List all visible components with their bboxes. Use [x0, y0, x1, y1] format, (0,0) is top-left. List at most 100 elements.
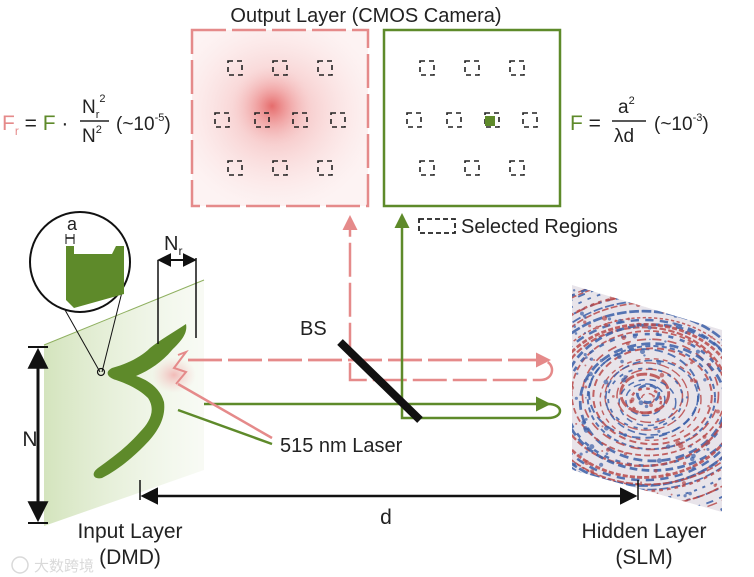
slm-speckle [691, 466, 695, 470]
hidden-layer-label: Hidden Layer [582, 520, 707, 543]
selected-region-box [317, 60, 333, 76]
selected-region-box [292, 112, 308, 128]
slm-speckle [655, 332, 660, 336]
slm-speckle [604, 425, 609, 431]
svg-text:d: d [380, 506, 392, 529]
slm-speckle [583, 425, 588, 431]
svg-text:Nr: Nr [164, 233, 182, 258]
selected-region-box [446, 112, 462, 128]
slm-speckle [572, 462, 577, 466]
slm-phase-fringe [578, 342, 722, 463]
slm-phase-fringe [586, 345, 717, 451]
formula-fr-sub: r [15, 124, 19, 138]
slm-speckle [576, 372, 579, 375]
slm-phase-fringe [588, 348, 700, 439]
beam-splitter: BS [300, 318, 423, 423]
slm-speckle [649, 403, 653, 408]
slm-phase-fringe [572, 309, 722, 487]
slm-speckle [585, 396, 587, 399]
slm-speckle [659, 372, 665, 378]
slm-speckle [689, 445, 692, 448]
slm-speckle [605, 452, 609, 456]
slm-speckle [583, 331, 586, 335]
pixel-magnifier: a [29, 211, 131, 377]
slm-speckle [713, 483, 717, 487]
svg-text:(~10-3): (~10-3) [654, 112, 709, 135]
slm-speckle [627, 498, 632, 503]
slm-speckle [614, 319, 617, 322]
slm-speckle [599, 462, 604, 467]
slm-speckle [685, 396, 689, 399]
output-panel-left [190, 28, 370, 208]
slm-speckle [584, 460, 590, 466]
slm-speckle [638, 285, 643, 288]
slm-speckle [684, 331, 688, 335]
slm-speckle [611, 394, 615, 398]
svg-text:N: N [22, 428, 37, 451]
selected-region-box [330, 112, 346, 128]
slm-phase-fringe [572, 330, 722, 457]
slm-speckle [694, 299, 698, 303]
slm-speckle [598, 456, 601, 458]
dimension-d: d [139, 480, 639, 529]
selected-region-box [419, 60, 435, 76]
slm-speckle [583, 320, 587, 324]
slm-speckle [644, 404, 649, 409]
slm-speckle [665, 472, 669, 476]
slm-speckle [674, 324, 677, 327]
slm-speckle [707, 309, 712, 314]
slm-speckle [601, 425, 604, 428]
slm-speckle [609, 295, 614, 301]
slm-speckle [705, 307, 709, 311]
hidden-layer-sublabel: (SLM) [615, 546, 672, 569]
slm-speckle [644, 305, 647, 308]
slm-speckle [672, 407, 675, 411]
hidden-layer-slm [572, 285, 722, 512]
slm-speckle [588, 371, 593, 377]
slm-speckle [697, 289, 702, 294]
bright-focus-spot [485, 116, 495, 126]
slm-speckle [689, 378, 694, 383]
slm-speckle [608, 339, 611, 342]
slm-speckle [589, 444, 595, 450]
slm-speckle [585, 483, 589, 486]
legend-selected-regions: Selected Regions [418, 216, 618, 238]
slm-speckle [589, 357, 594, 361]
slm-phase-fringe [592, 347, 713, 446]
slm-speckle [705, 440, 711, 445]
slm-speckle [627, 317, 631, 321]
slm-speckle [607, 321, 610, 324]
slm-speckle [595, 325, 599, 330]
slm-speckle [656, 492, 659, 495]
slm-speckle [707, 404, 710, 408]
slm-speckle [630, 397, 635, 402]
slm-speckle [673, 313, 679, 318]
dimension-nr: Nr [157, 233, 197, 344]
svg-text:Nr2: Nr2 [82, 93, 106, 121]
selected-region-box [272, 60, 288, 76]
slm-speckle [656, 360, 662, 365]
slm-speckle [710, 335, 713, 339]
slm-speckle [683, 494, 687, 498]
slm-speckle [574, 332, 578, 335]
slm-phase-fringe [599, 358, 702, 442]
selected-region-box [317, 160, 333, 176]
formula-f: F [43, 112, 56, 135]
slm-speckle [588, 286, 593, 291]
slm-speckle [656, 458, 662, 464]
slm-speckle [581, 420, 587, 425]
slm-speckle [682, 461, 687, 466]
slm-speckle [621, 505, 627, 511]
slm-speckle [643, 354, 646, 357]
selected-region-box [272, 160, 288, 176]
beam-paths [177, 213, 562, 446]
slm-speckle [574, 396, 578, 400]
dmd-digit-pattern [93, 324, 187, 479]
slm-speckle [684, 298, 688, 302]
slm-speckle [572, 289, 576, 292]
input-layer-sublabel: (DMD) [99, 546, 161, 569]
slm-speckle [693, 379, 698, 384]
slm-speckle [690, 456, 695, 462]
slm-speckle [703, 448, 706, 451]
